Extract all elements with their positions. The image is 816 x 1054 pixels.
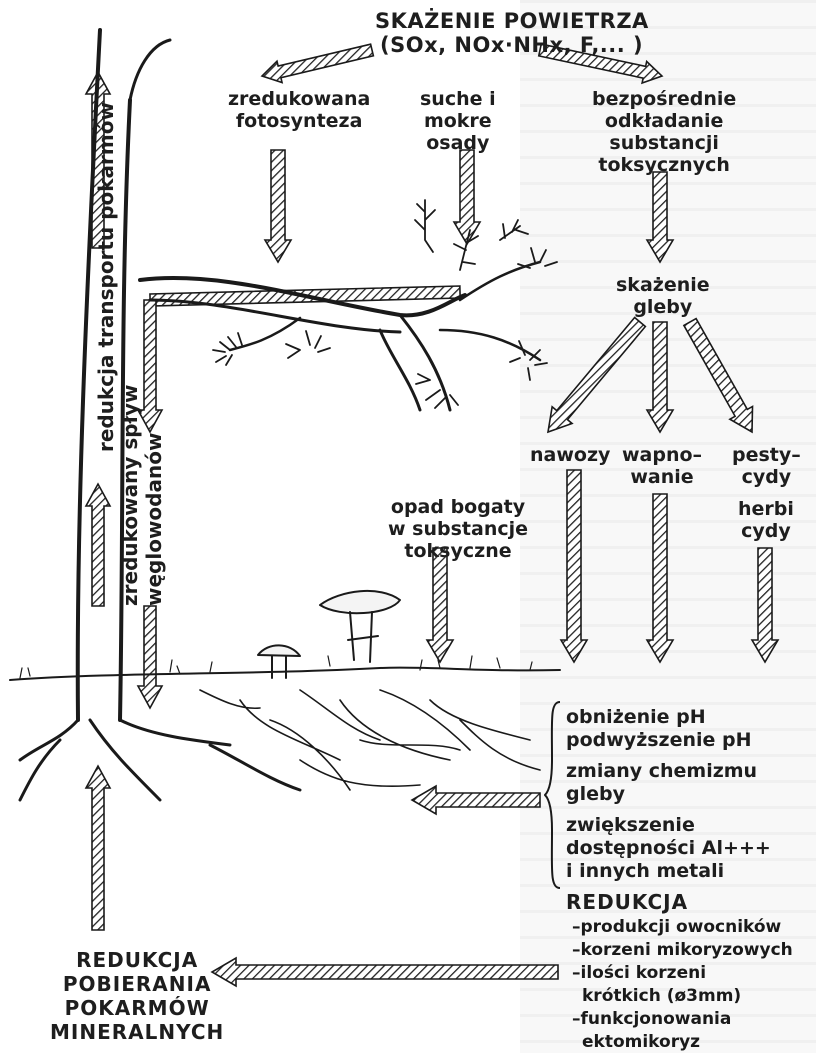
- arrow-roots-up: [86, 766, 110, 930]
- label-reduced-flow-1: zredukowany spływ: [118, 385, 142, 607]
- arrow-wapnowanie-down: [647, 494, 673, 662]
- arrow-reduction-left: [212, 958, 558, 986]
- arrow-opad-down: [427, 548, 453, 662]
- mushroom-small: [258, 645, 300, 678]
- mushroom-large: [320, 591, 400, 662]
- label-pestycydy: pesty–cydy: [732, 444, 801, 488]
- arrow-title-to-fotosynteza: [262, 44, 373, 82]
- arrow-osady-down: [454, 150, 480, 244]
- tree-trunk-right-top: [130, 40, 170, 100]
- arrow-trunk-up: [86, 484, 110, 606]
- reduction-list: –produkcji owocników –korzeni mikoryzowy…: [572, 916, 793, 1054]
- label-reduced-flow-2: węglowodanów: [142, 433, 166, 606]
- arrow-gleby-nawozy: [548, 318, 645, 432]
- arrow-fotosynteza-down: [265, 150, 291, 262]
- reduction-heading: REDUKCJA: [566, 890, 688, 914]
- arrow-flow-down: [138, 606, 162, 708]
- diagram-title-formula: (SOx, NOx·NHx, F,... ): [380, 34, 643, 56]
- arrow-herbicydy-down: [752, 548, 778, 662]
- label-nawozy: nawozy: [530, 444, 610, 466]
- needle-twigs: [213, 200, 557, 408]
- grass: [20, 656, 532, 678]
- arrow-gleby-wapnowanie: [647, 322, 673, 432]
- soil-effects-list: obniżenie pH podwyższenie pH zmiany chem…: [566, 706, 771, 883]
- tree-roots: [20, 720, 300, 800]
- arrow-soil-effects-left: [412, 786, 540, 814]
- label-wapnowanie: wapno–wanie: [622, 444, 702, 488]
- soil-effects-brace: [544, 700, 564, 890]
- arrow-gleby-pestycydy: [684, 319, 753, 432]
- arrow-nawozy-down: [561, 470, 587, 662]
- fine-roots: [200, 690, 540, 790]
- label-reduction-transport: redukcja transportu pokarmów: [94, 102, 118, 452]
- diagram-title: SKAŻENIE POWIETRZA: [375, 10, 649, 32]
- arrow-bezposrednie-down: [647, 172, 673, 262]
